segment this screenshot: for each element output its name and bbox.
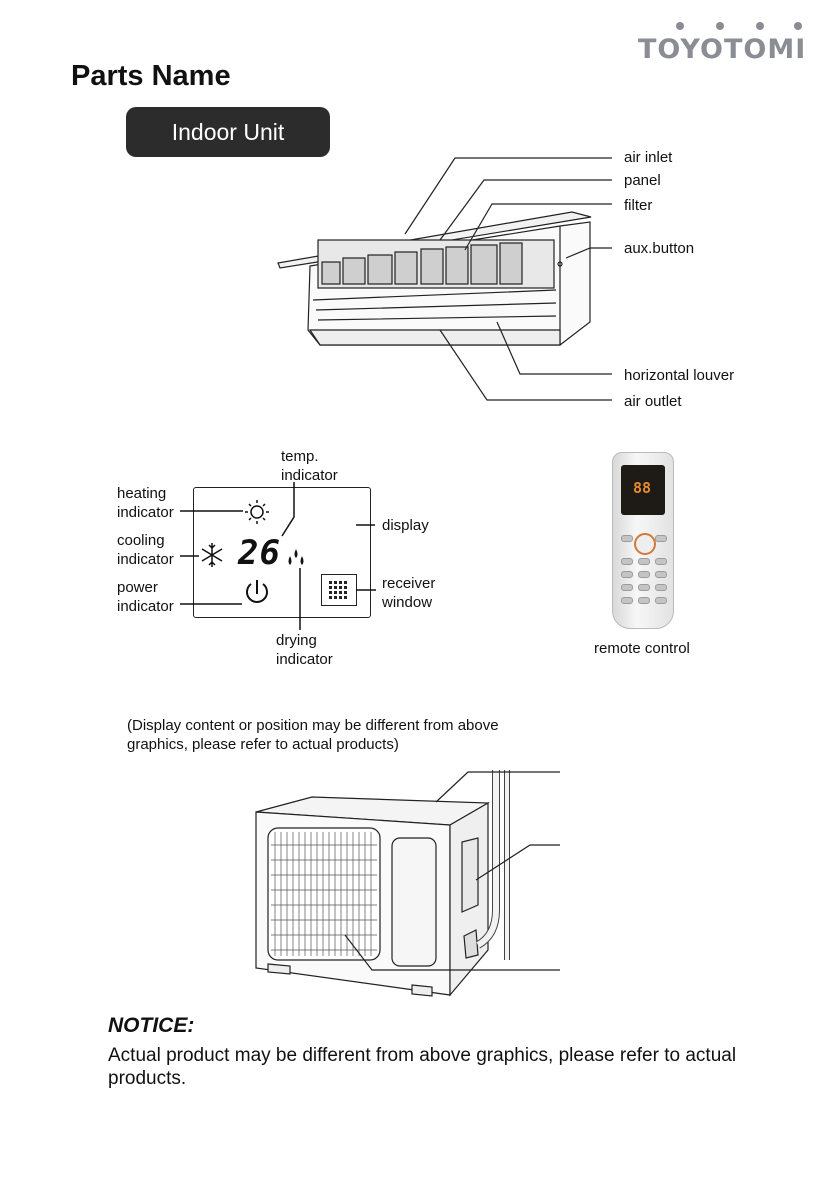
power-icon bbox=[246, 580, 268, 603]
notice-body: Actual product may be different from abo… bbox=[108, 1045, 737, 1089]
temperature-readout: 26 bbox=[238, 533, 281, 573]
sun-icon bbox=[245, 500, 269, 524]
receiver-window-icon bbox=[321, 574, 357, 606]
label-panel: panel bbox=[624, 172, 661, 189]
label-horizontal-louver: horizontal louver bbox=[624, 367, 735, 384]
label-cooling-indicator: cooling indicator bbox=[117, 532, 174, 568]
label-heating-indicator: heating indicator bbox=[117, 485, 174, 521]
snowflake-icon bbox=[201, 543, 223, 567]
remote-power-button bbox=[634, 533, 656, 555]
label-remote-control: remote control bbox=[594, 640, 690, 657]
label-power-indicator: power indicator bbox=[117, 579, 174, 615]
section-badge-indoor-unit: Indoor Unit bbox=[126, 107, 330, 157]
brand-logo-dots bbox=[638, 20, 808, 32]
remote-screen: 88 bbox=[621, 465, 665, 515]
brand-logo: TOYOTOMI bbox=[638, 20, 808, 65]
label-display: display bbox=[382, 517, 429, 534]
display-note: (Display content or position may be diff… bbox=[127, 717, 499, 753]
label-air-inlet: air inlet bbox=[624, 149, 673, 166]
page-title: Parts Name bbox=[71, 60, 231, 92]
label-aux-button: aux.button bbox=[624, 240, 695, 257]
label-drying-indicator: drying indicator bbox=[276, 632, 333, 668]
label-air-outlet: air outlet bbox=[624, 393, 682, 410]
notice-title: NOTICE: bbox=[108, 1014, 195, 1037]
label-receiver-window: receiver window bbox=[382, 575, 436, 611]
label-temp-indicator: temp. indicator bbox=[281, 448, 338, 484]
remote-control-image: 88 bbox=[612, 452, 674, 629]
water-drop-icon bbox=[288, 549, 304, 565]
remote-screen-digits: 88 bbox=[633, 479, 652, 497]
display-panel-frame bbox=[193, 487, 371, 618]
brand-name: TOYOTOMI bbox=[638, 34, 807, 65]
label-filter: filter bbox=[624, 197, 653, 214]
